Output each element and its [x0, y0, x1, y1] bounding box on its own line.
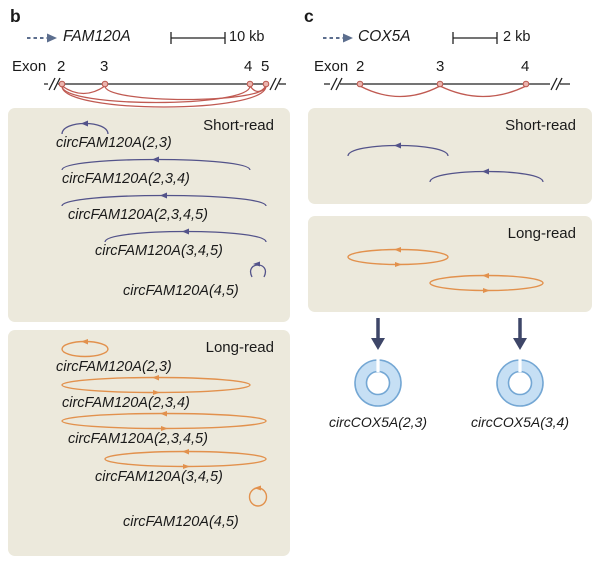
exon-word: Exon — [314, 58, 349, 75]
long-read-loop-4-5 — [248, 485, 268, 507]
short-read-title: Short-read — [505, 117, 576, 134]
circ-label: circFAM120A(2,3,4) — [62, 171, 190, 187]
scale-label: 2 kb — [503, 29, 531, 45]
long-read-loop-2-3-4 — [61, 375, 251, 395]
to-circle-arrows — [371, 318, 527, 350]
scale-bar-icon — [452, 32, 498, 44]
panel-c-long-read-box: Long-read — [308, 216, 592, 312]
gene-track — [44, 77, 286, 108]
long-read-title: Long-read — [507, 225, 576, 242]
long-read-loop-2-3 — [347, 247, 449, 267]
gene-direction-arrow — [323, 33, 353, 43]
short-read-title: Short-read — [203, 117, 274, 134]
short-read-arc-2-3-4-5 — [61, 192, 267, 207]
long-read-loop-3-4 — [429, 273, 544, 293]
backsplice-arc — [61, 85, 267, 108]
short-read-arc-2-3 — [61, 120, 109, 135]
circ-label: circFAM120A(2,3) — [56, 359, 172, 375]
exon-number-4: 4 — [521, 58, 530, 75]
short-read-arc-3-4 — [429, 168, 544, 183]
short-read-arc-3-4-5 — [104, 228, 267, 243]
circ-label: circFAM120A(2,3,4,5) — [68, 431, 208, 447]
panel-c-short-read-box: Short-read — [308, 108, 592, 204]
exon-marker — [246, 80, 254, 88]
down-arrow-icon — [371, 338, 385, 350]
gene-name-fam120a: FAM120A — [63, 28, 131, 45]
long-read-title: Long-read — [205, 339, 274, 356]
gene-direction-arrow — [27, 33, 57, 43]
backsplice-arc — [439, 85, 527, 98]
long-read-loop-2-3 — [61, 339, 109, 358]
long-read-loop-2-3-4-5 — [61, 411, 267, 431]
backsplice-arc — [61, 85, 251, 104]
panel-c-letter: c — [304, 6, 314, 26]
exon-marker — [101, 80, 109, 88]
backsplice-arc — [249, 85, 267, 93]
backsplice-arc — [61, 85, 106, 95]
circ-label: circFAM120A(4,5) — [123, 283, 239, 299]
short-read-arc-4-5 — [249, 261, 267, 278]
exon-number-3: 3 — [100, 58, 109, 75]
exon-number-3: 3 — [436, 58, 445, 75]
exon-word: Exon — [12, 58, 47, 75]
exon-number-4: 4 — [244, 58, 253, 75]
panel-b-long-read-box: Long-read circFAM120A(2,3) circFAM120A(2… — [8, 330, 290, 556]
circle-rna-rings — [354, 358, 544, 407]
panel-b-short-read-box: Short-read circFAM120A(2,3) circFAM120A(… — [8, 108, 290, 322]
exon-marker — [58, 80, 66, 88]
exon-number-5: 5 — [261, 58, 270, 75]
circ-label: circFAM120A(2,3) — [56, 135, 172, 151]
scale-label: 10 kb — [229, 29, 265, 45]
circ-product-label: circCOX5A(3,4) — [470, 414, 570, 430]
exon-marker — [262, 80, 270, 88]
panel-b-letter: b — [10, 6, 21, 26]
exon-marker — [356, 80, 364, 88]
circ-label: circFAM120A(2,3,4) — [62, 395, 190, 411]
circ-label: circFAM120A(3,4,5) — [95, 469, 223, 485]
gene-track — [324, 77, 570, 98]
gene-name-cox5a: COX5A — [358, 28, 411, 45]
circ-label: circFAM120A(4,5) — [123, 514, 239, 530]
long-read-loop-3-4-5 — [104, 449, 267, 469]
exon-marker — [522, 80, 530, 88]
scale-bar-icon — [170, 32, 226, 44]
backsplice-arc — [359, 85, 441, 98]
exon-marker — [436, 80, 444, 88]
short-read-arc-2-3-4 — [61, 156, 251, 171]
circ-label: circFAM120A(2,3,4,5) — [68, 207, 208, 223]
exon-number-2: 2 — [356, 58, 365, 75]
short-read-arc-2-3 — [347, 142, 449, 157]
circ-label: circFAM120A(3,4,5) — [95, 243, 223, 259]
circ-product-label: circCOX5A(2,3) — [328, 414, 428, 430]
exon-number-2: 2 — [57, 58, 66, 75]
down-arrow-icon — [513, 338, 527, 350]
